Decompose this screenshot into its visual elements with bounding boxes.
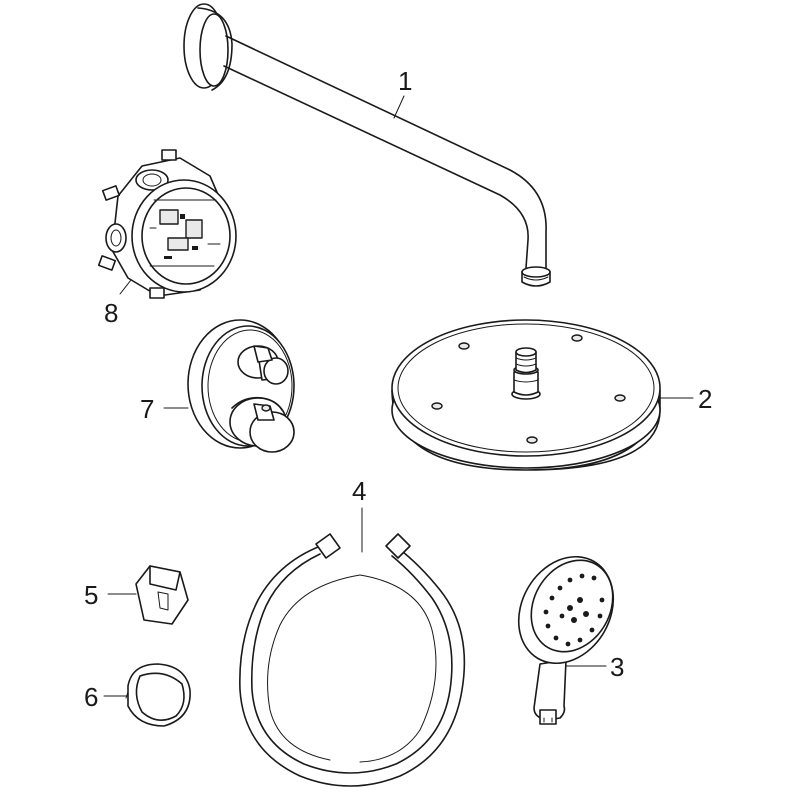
thermostat-trim — [163, 319, 295, 453]
leader-line-1 — [393, 95, 405, 119]
wall-outlet — [103, 663, 191, 727]
overhead-shower-screws — [431, 334, 626, 444]
callout-6: 6 — [84, 682, 98, 712]
overhead-shower — [391, 319, 694, 471]
temperature-knob — [229, 396, 295, 453]
rough-in-body — [97, 149, 237, 299]
callout-8: 8 — [104, 298, 118, 328]
callout-2: 2 — [698, 384, 712, 414]
callout-4: 4 — [352, 476, 366, 506]
hose-holder — [107, 565, 189, 625]
rough-in-inner-detail — [149, 199, 221, 267]
overhead-shower-connector — [511, 347, 541, 400]
hand-shower-nozzles — [543, 573, 605, 647]
callout-7: 7 — [140, 394, 154, 424]
hand-shower — [517, 555, 615, 725]
callout-1: 1 — [398, 66, 412, 96]
diverter-knob — [237, 345, 289, 385]
shower-hose — [239, 507, 466, 787]
shower-arm — [183, 3, 551, 287]
callout-3: 3 — [610, 652, 624, 682]
callout-5: 5 — [84, 580, 98, 610]
